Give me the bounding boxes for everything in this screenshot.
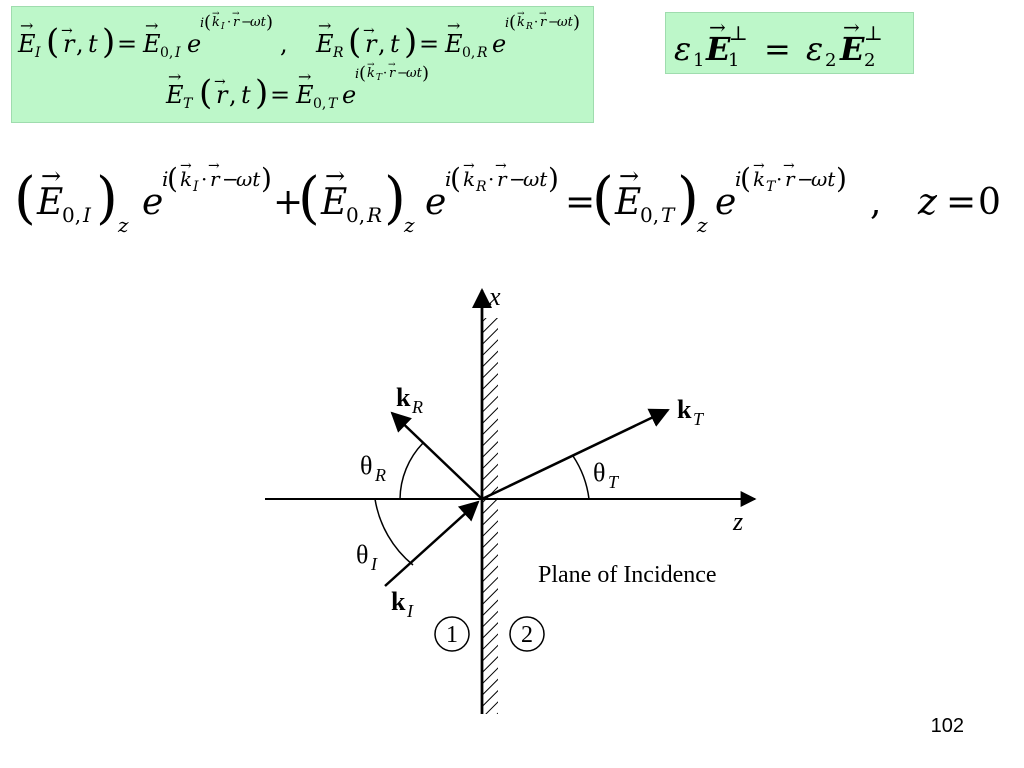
theta-t-arc xyxy=(572,455,590,500)
k-i-label: k xyxy=(391,587,406,616)
x-axis-label: x xyxy=(488,282,501,311)
theta-t-subscript: T xyxy=(608,472,620,492)
plane-of-incidence-caption: Plane of Incidence xyxy=(538,562,717,588)
region-2-label: 2 xyxy=(521,622,533,648)
boundary-condition-box xyxy=(665,12,914,74)
wave-equations-box xyxy=(11,6,594,123)
k-t-label: k xyxy=(677,395,692,424)
theta-t-label: θ xyxy=(593,458,605,487)
k-i-arrow xyxy=(384,500,480,587)
theta-r-arc xyxy=(399,442,424,500)
theta-i-label: θ xyxy=(356,540,368,569)
k-i-subscript: I xyxy=(406,601,414,621)
region-2-circle xyxy=(509,616,545,652)
k-t-arrow xyxy=(481,408,670,501)
theta-r-subscript: R xyxy=(374,465,386,485)
theta-i-arc xyxy=(374,498,414,566)
z-axis-label: z xyxy=(732,507,743,536)
k-r-label: k xyxy=(396,383,411,412)
theta-i-subscript: I xyxy=(370,554,378,574)
k-r-subscript: R xyxy=(411,397,423,417)
region-1-label: 1 xyxy=(446,622,458,648)
region-1-circle xyxy=(434,616,470,652)
k-r-arrow xyxy=(390,411,483,500)
page-number: 102 xyxy=(930,715,964,737)
theta-r-label: θ xyxy=(360,451,372,480)
interface-hatching xyxy=(482,318,498,714)
k-t-subscript: T xyxy=(693,409,705,429)
